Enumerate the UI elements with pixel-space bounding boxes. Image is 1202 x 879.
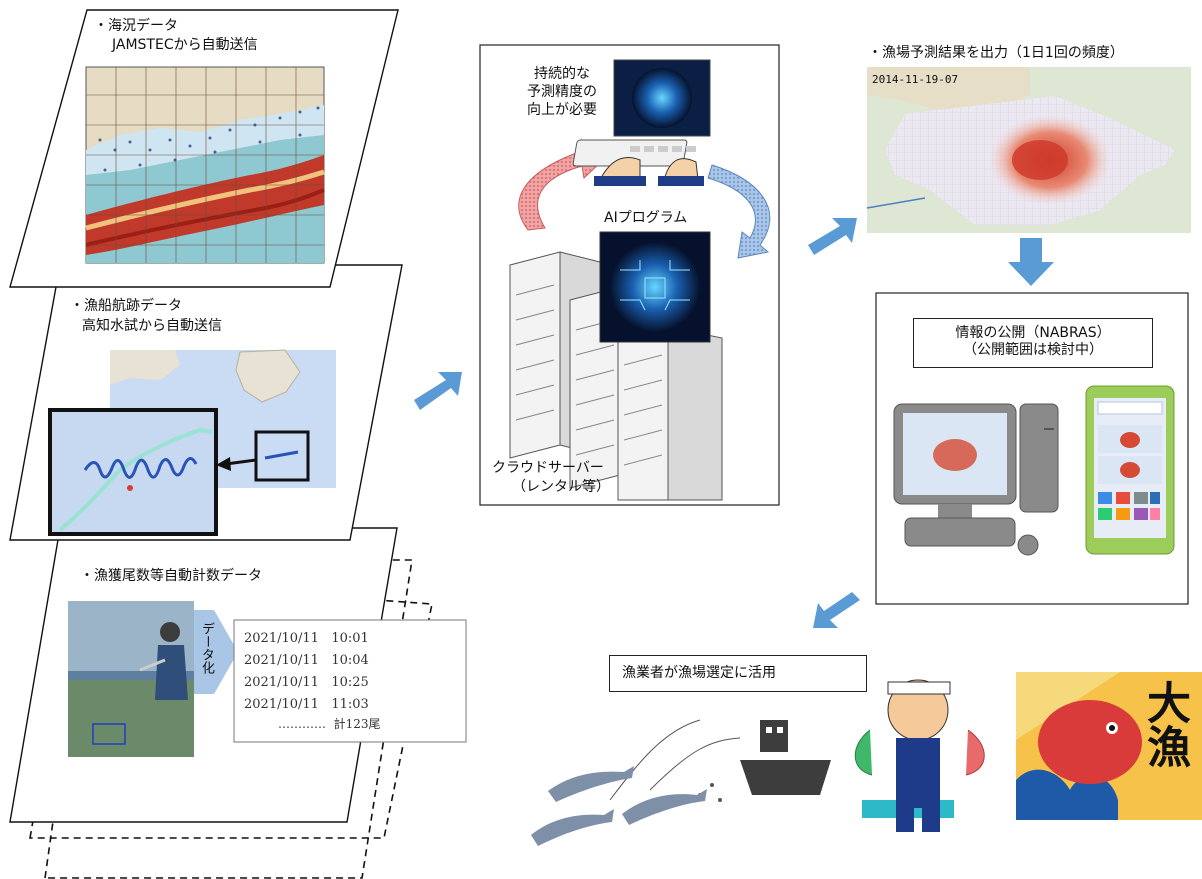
data-conversion-label: データ化 <box>199 622 214 674</box>
fisherman-character <box>854 679 985 832</box>
count-log-total: ………… 計123尾 <box>278 717 381 731</box>
ocean-condition-map <box>85 66 325 264</box>
count-log-panel <box>233 619 467 743</box>
improvement-note-line3: 向上が必要 <box>527 102 597 118</box>
zoom-pointer-arrowhead <box>216 457 231 471</box>
forecast-map-timestamp: 2014-11-19-07 <box>872 73 959 86</box>
publish-info-box: 情報の公開（NABRAS） （公開範囲は検討中） <box>913 318 1153 368</box>
layer2-title: ・漁船航跡データ <box>70 298 182 314</box>
smartphone-illustration <box>1085 385 1175 555</box>
fishing-ground-forecast-map <box>866 67 1191 233</box>
fishermen-usage-label: 漁業者が漁場選定に活用 <box>622 665 776 681</box>
mackerel-school <box>531 766 707 846</box>
catch-camera-photo <box>68 601 194 757</box>
track-zoom-inset <box>48 408 218 536</box>
operator-workstation <box>572 59 711 186</box>
server-label-line1: クラウドサーバー <box>492 460 604 476</box>
fishing-boat-scene <box>609 719 831 802</box>
big-catch-banner <box>1016 672 1202 820</box>
count-log-row: 2021/10/11 11:03 <box>244 697 369 712</box>
layer2-subtitle: 高知水試から自動送信 <box>82 318 222 334</box>
zoom-pointer-line <box>225 458 257 466</box>
fishermen-usage-box: 漁業者が漁場選定に活用 <box>609 655 867 692</box>
improvement-note-line1: 持続的な <box>534 66 590 82</box>
count-log-row: 2021/10/11 10:25 <box>244 675 369 690</box>
improvement-note-line2: 予測精度の <box>527 84 597 100</box>
arrow-to-forecast <box>808 218 857 255</box>
arrow-to-publish <box>1008 238 1054 286</box>
publish-line1: 情報の公開（NABRAS） <box>955 325 1111 341</box>
stack-layer-dashed-middle <box>29 577 433 839</box>
stack-layer-dashed-back <box>44 559 413 879</box>
feedback-cycle-arrow-right <box>707 164 771 259</box>
ai-brain-glow <box>610 242 700 332</box>
big-catch-banner-text: 大漁 <box>1139 680 1190 768</box>
layer1-title: ・海況データ <box>94 18 178 34</box>
flow-arrows <box>414 218 1054 628</box>
forecast-title: ・漁場予測結果を出力（1日1回の頻度） <box>868 45 1124 61</box>
layer1-subtitle: JAMSTECから自動送信 <box>112 37 258 53</box>
ai-program-label: AIプログラム <box>604 210 688 226</box>
arrow-to-fishermen <box>813 592 860 628</box>
layer3-title: ・漁獲尾数等自動計数データ <box>80 568 262 584</box>
server-label-line2: （レンタル等） <box>512 479 610 495</box>
ai-circuit-lines <box>620 260 690 311</box>
count-log-row: 2021/10/11 10:01 <box>244 631 369 646</box>
count-log-row: 2021/10/11 10:04 <box>244 653 369 668</box>
publish-line2: （公開範囲は検討中） <box>963 342 1103 358</box>
arrow-to-ai-panel <box>414 372 462 410</box>
desktop-computer-illustration <box>893 403 1059 556</box>
data-conversion-arrow <box>194 610 238 694</box>
